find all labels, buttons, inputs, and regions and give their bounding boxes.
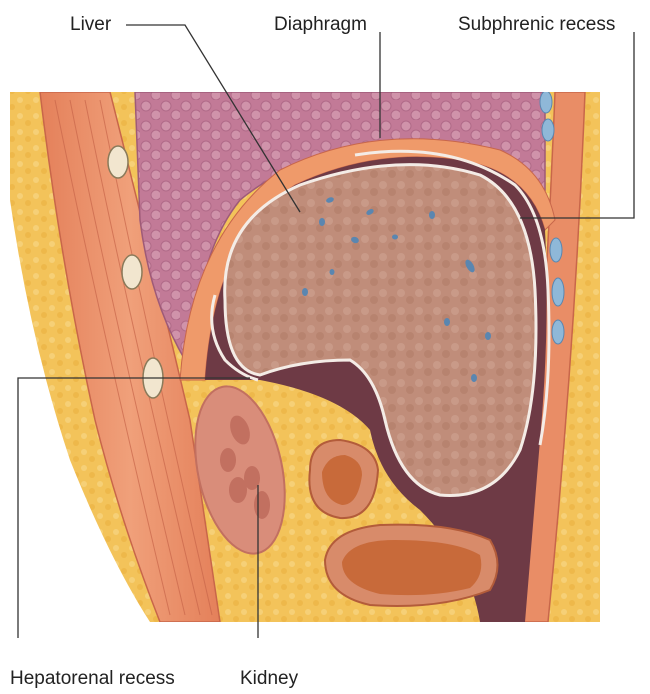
- label-diaphragm: Diaphragm: [274, 14, 367, 35]
- intercostal-vessels: [539, 92, 565, 345]
- label-kidney: Kidney: [240, 668, 299, 689]
- label-subphrenic-recess: Subphrenic recess: [458, 14, 615, 35]
- liver-vessels: [302, 197, 491, 382]
- bowel-lumen-upper: [322, 455, 362, 505]
- label-liver: Liver: [70, 14, 112, 35]
- subphrenic-recess-leader: [520, 32, 635, 219]
- subphrenic-membrane: [354, 149, 551, 446]
- hepatorenal-membrane: [210, 294, 259, 382]
- liver-leader: [126, 24, 301, 213]
- liver-organ: [223, 163, 538, 497]
- leader-lines: [17, 24, 635, 638]
- bowel-lumen-lower: [342, 540, 482, 596]
- label-hepatorenal-recess: Hepatorenal recess: [10, 668, 175, 689]
- hepatorenal-recess-leader: [17, 377, 250, 638]
